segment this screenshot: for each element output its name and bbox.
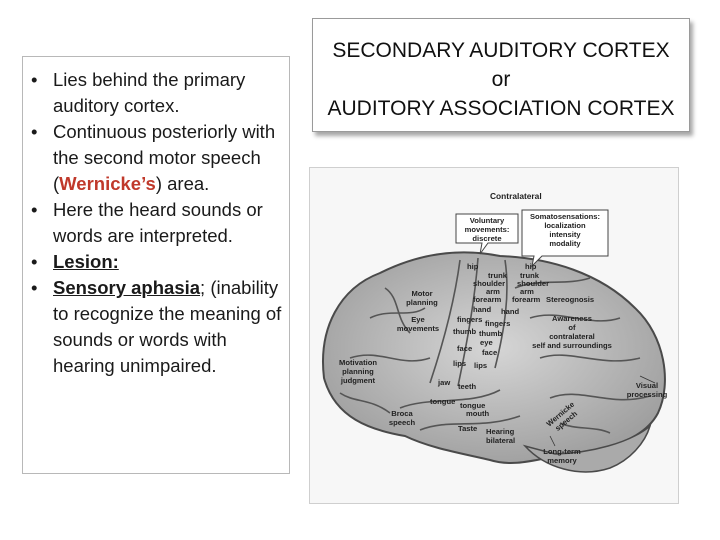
eye-movements-line2: movements	[397, 324, 439, 333]
somato-line3: intensity	[549, 230, 581, 239]
eye-movements-line1: Eye	[411, 315, 425, 324]
visual-line2: processing	[627, 390, 668, 399]
arm-label-2: arm	[520, 287, 534, 296]
awareness-line1: Awareness	[552, 314, 592, 323]
cerebrum-shape	[322, 251, 666, 464]
eye-label: eye	[480, 338, 493, 347]
fingers-label: fingers	[457, 315, 482, 324]
title-line-3: AUDITORY ASSOCIATION CORTEX	[327, 97, 675, 120]
forearm-label: forearm	[473, 295, 502, 304]
lips-label-2: lips	[474, 361, 487, 370]
gyri-lines	[339, 257, 651, 434]
wernicke-highlight: Wernicke’s	[59, 173, 156, 194]
title-box: SECONDARY AUDITORY CORTEX or AUDITORY AS…	[312, 18, 690, 132]
voluntary-line1: Voluntary	[470, 216, 505, 225]
jaw-label: jaw	[437, 378, 450, 387]
longterm-line1: Long-term	[543, 447, 581, 456]
hand-label-2: hand	[501, 307, 520, 316]
hearing-line2: bilateral	[486, 436, 515, 445]
hip-label-2: hip	[525, 262, 537, 271]
somato-line2: localization	[544, 221, 586, 230]
thumb-label: thumb	[453, 327, 477, 336]
awareness-line4: self and surroundings	[532, 341, 612, 350]
bullet-text: ) area.	[155, 173, 210, 194]
motor-planning-line1: Motor	[411, 289, 432, 298]
bullet-text: Lies behind the primary auditory cortex.	[53, 69, 246, 116]
hip-label: hip	[467, 262, 479, 271]
brain-illustration: Contralateral Voluntary movements: discr…	[322, 191, 668, 473]
bullet-text: Continuous posteriorly with the second m…	[53, 121, 276, 194]
broca-line2: speech	[389, 418, 416, 427]
taste-label: Taste	[458, 424, 477, 433]
bullet-item: •Sensory aphasia; (inability to recogniz…	[31, 277, 282, 376]
bullet-text-box: •Lies behind the primary auditory cortex…	[22, 56, 290, 474]
stereognosis-label: Stereognosis	[546, 295, 594, 304]
forearm-label-2: forearm	[512, 295, 541, 304]
bullet-text: ; (inability to recognize the meaning of…	[53, 277, 282, 376]
broca-line1: Broca	[391, 409, 413, 418]
awareness-line3: contralateral	[549, 332, 595, 341]
mouth-label: mouth	[466, 409, 490, 418]
bullet-list: •Lies behind the primary auditory cortex…	[23, 67, 291, 379]
bullet-item: •Lies behind the primary auditory cortex…	[31, 69, 246, 116]
awareness-line2: of	[568, 323, 576, 332]
leader-lines	[549, 375, 656, 447]
somato-line4: modality	[549, 239, 581, 248]
brain-figure: Contralateral Voluntary movements: discr…	[309, 167, 679, 504]
sensory-aphasia-label: Sensory aphasia	[53, 277, 201, 298]
teeth-label: teeth	[458, 382, 477, 391]
tongue-label-2: tongue	[460, 401, 485, 410]
fingers-label-2: fingers	[485, 319, 510, 328]
thumb-label-2: thumb	[479, 329, 503, 338]
shoulder-label-2: shoulder	[517, 279, 549, 288]
arm-label: arm	[486, 287, 500, 296]
motivation-line1: Motivation	[339, 358, 377, 367]
voluntary-line3: discrete	[472, 234, 501, 243]
lips-label: lips	[453, 359, 466, 368]
title-line-1: SECONDARY AUDITORY CORTEX	[332, 39, 670, 62]
title-line-2: or	[491, 68, 511, 91]
face-label-2: face	[482, 348, 497, 357]
cerebellum-shape	[522, 423, 652, 473]
motivation-line3: judgment	[340, 376, 376, 385]
somato-line1: Somatosensations:	[530, 212, 600, 221]
longterm-line2: memory	[547, 456, 577, 465]
motor-planning-line2: planning	[406, 298, 438, 307]
bullet-text: Here the heard sounds or words are inter…	[53, 199, 263, 246]
lesion-label: Lesion:	[53, 251, 119, 272]
bullet-item: •Here the heard sounds or words are inte…	[31, 199, 263, 246]
contralateral-label: Contralateral	[490, 191, 542, 201]
hearing-line1: Hearing	[486, 427, 515, 436]
face-label: face	[457, 344, 472, 353]
somato-callout	[521, 209, 609, 268]
motivation-line2: planning	[342, 367, 374, 376]
bullet-item: •Continuous posteriorly with the second …	[31, 121, 276, 194]
hand-label: hand	[473, 305, 492, 314]
shoulder-label: shoulder	[473, 279, 505, 288]
trunk-label-2: trunk	[520, 271, 540, 280]
voluntary-line2: movements:	[465, 225, 510, 234]
bullet-item: •Lesion:	[31, 251, 119, 272]
trunk-label: trunk	[488, 271, 508, 280]
voluntary-callout	[455, 213, 519, 255]
tongue-label: tongue	[430, 397, 455, 406]
visual-line1: Visual	[636, 381, 658, 390]
